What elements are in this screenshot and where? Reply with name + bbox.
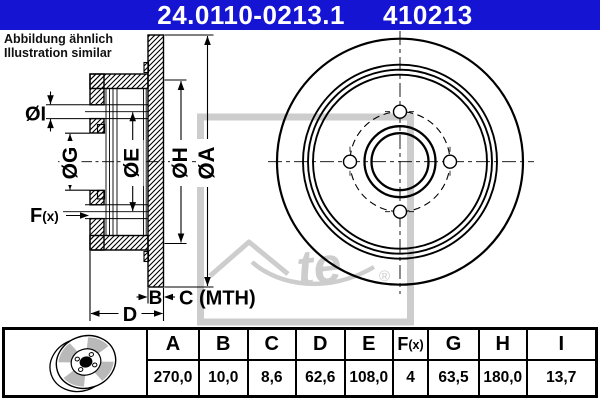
label-dia-h: ØH [169,147,192,179]
center-bore-circle [370,132,430,192]
label-d: D [123,304,137,326]
bolt-hole-ticks [349,111,451,213]
col-header: F(x) [394,330,427,361]
col-value: 10,0 [208,369,239,386]
disc-icon-cell [5,330,148,395]
label-dia-i: ØI [25,104,46,126]
col-header: E [345,330,392,361]
hub-ring-circle [363,125,437,199]
table-col-a: A 270,0 [148,330,200,395]
label-dia-a: ØA [194,146,219,179]
col-header: I [527,330,595,361]
watermark-a-swash [208,239,290,278]
part-number: 24.0110-0213.1 [157,0,345,30]
col-header: C [248,330,295,361]
table-col-b: B 10,0 [200,330,249,395]
label-f-sub: (x) [42,209,59,224]
table-col-h: H 180,0 [480,330,528,395]
col-header: D [297,330,344,361]
label-c: C (MTH) [179,288,256,310]
illustration-note: Abbildung ähnlich Illustration similar [4,32,113,60]
part-number-bar: 24.0110-0213.1 410213 [0,0,600,30]
watermark-script: te [294,236,345,297]
watermark-frame [197,113,414,326]
watermark-registered: ® [379,268,390,285]
table-col-g: G 63,5 [429,330,480,395]
hat-edge-circle-3 [312,73,488,250]
outer-diameter-circle [275,37,525,286]
col-value: 63,5 [438,369,469,386]
label-b: B [149,288,163,309]
dimension-lines [49,34,214,321]
dimension-table: A 270,0 B 10,0 C 8,6 D 62,6 E 108,0 F(x)… [2,327,598,398]
f-label-main: F [397,334,409,354]
bore-step-lines [105,88,147,236]
note-line-english: Illustration similar [4,46,112,60]
hat-edge-circle-1 [302,63,498,260]
col-value: 270,0 [153,369,193,386]
col-value: 4 [406,369,415,386]
ate-watermark: te ® [197,113,414,326]
label-backgrounds [59,139,219,324]
bolt-hole-lines [46,104,148,220]
col-header: H [480,330,526,361]
bolt-circle [349,111,451,213]
col-value: 62,6 [305,369,336,386]
col-value: 108,0 [349,369,389,386]
label-f-main: F [30,205,42,227]
reference-number: 410213 [382,0,473,30]
col-header: G [429,330,478,361]
col-header: B [200,330,247,361]
cross-section-view: ØI ØG ØE ØH ØA F(x) B C (MTH) D [25,34,256,326]
bolt-holes [342,104,458,219]
col-header: A [148,330,198,361]
table-col-i: I 13,7 [527,330,595,395]
watermark-tail-swash [250,260,376,287]
col-value: 180,0 [483,369,523,386]
front-view [268,31,534,294]
cross-section-body [89,34,165,288]
table-col-d: D 62,6 [297,330,346,395]
note-line-german: Abbildung ähnlich [4,32,114,46]
label-f: F(x) [30,205,59,227]
col-value: 8,6 [260,369,283,386]
table-col-c: C 8,6 [248,330,297,395]
col-value: 13,7 [546,369,577,386]
dimension-arrowheads [47,36,211,317]
label-dia-g: ØG [59,147,82,180]
f-label-sub: (x) [408,337,424,352]
table-col-f: F(x) 4 [394,330,429,395]
table-col-e: E 108,0 [345,330,394,395]
hat-edge-circle-2 [307,68,493,255]
label-dia-e: ØE [121,148,144,178]
